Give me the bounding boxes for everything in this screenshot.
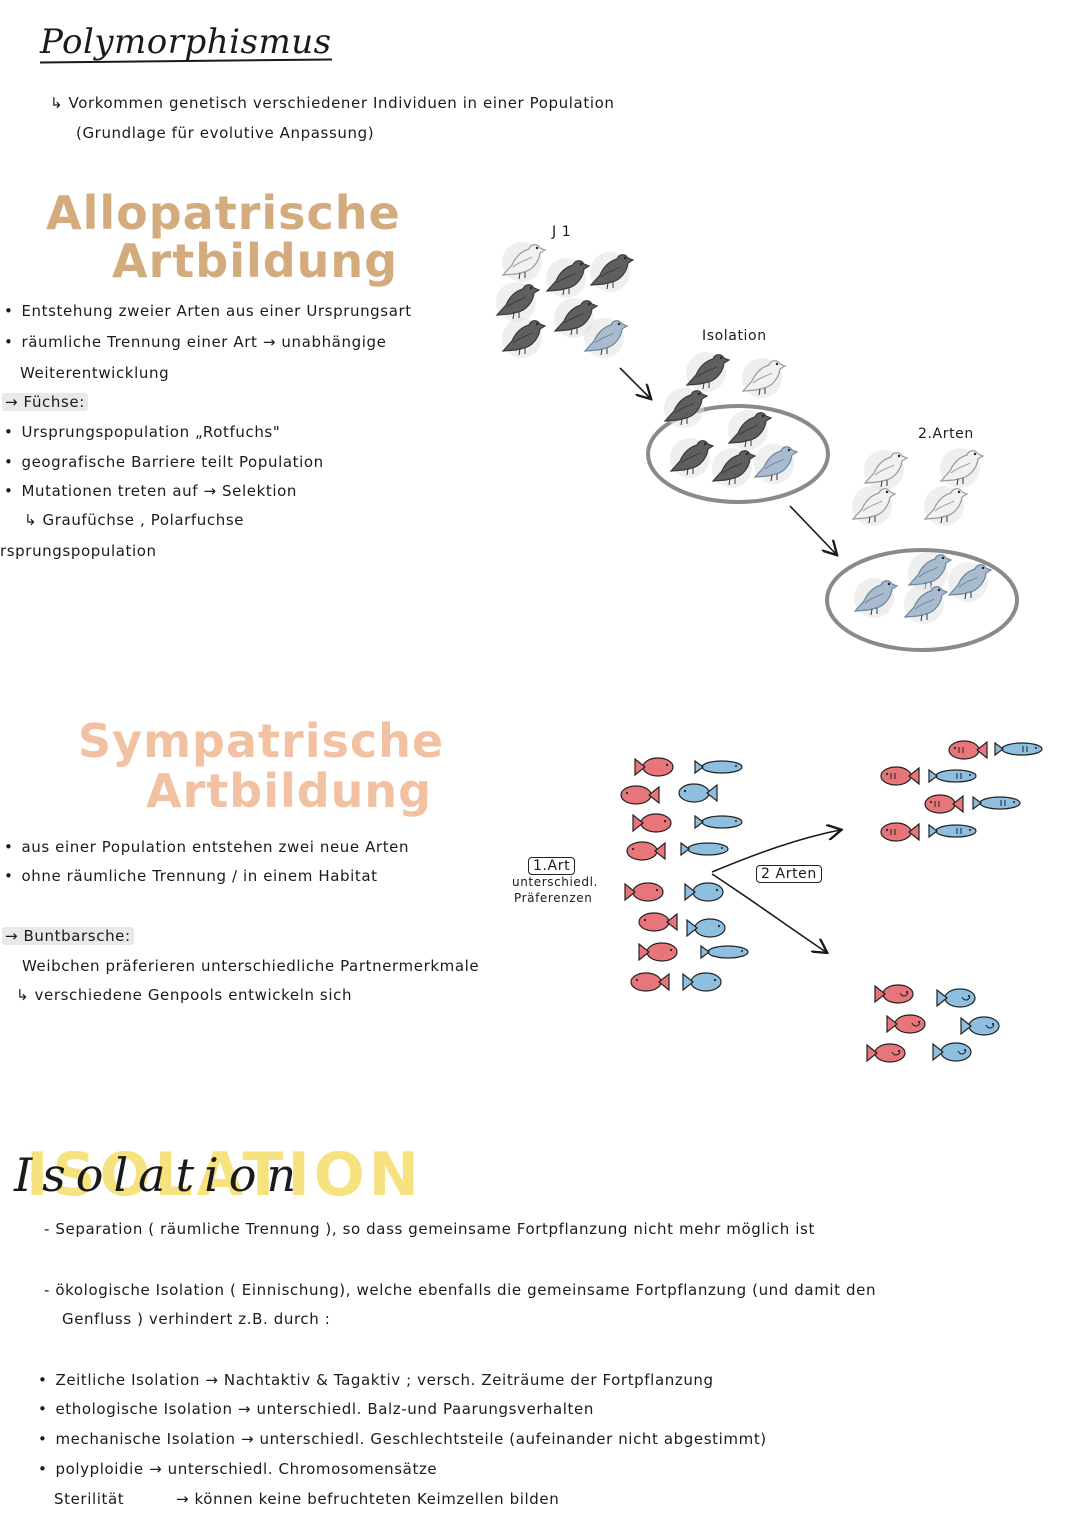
fish-icon: [960, 1016, 1000, 1036]
sympatric-example-line: Weibchen präferieren unterschiedliche Pa…: [22, 957, 480, 975]
fish-icon: [924, 794, 964, 814]
fish-icon: [680, 841, 729, 857]
species-ring: [825, 548, 1019, 652]
fish-icon: [874, 984, 914, 1004]
bird-icon: [907, 552, 953, 592]
bird-icon: [741, 358, 787, 398]
fish-icon: [880, 766, 920, 786]
fish-icon: [700, 944, 749, 960]
fish-icon: [620, 785, 660, 805]
fish-icon: [994, 741, 1043, 757]
bird-icon: [727, 410, 773, 450]
bird-icon: [947, 562, 993, 602]
fish-icon: [678, 783, 718, 803]
bird-icon: [863, 450, 909, 490]
allopatric-example-result: ↳ Graufüchse , Polarfuchse: [24, 511, 245, 529]
allopatric-cut-line: rsprungspopulation: [0, 542, 157, 560]
fish-icon: [886, 1014, 926, 1034]
bird-icon: [903, 584, 949, 624]
diagram-label-one-species: 1.Art: [528, 857, 576, 875]
bird-icon: [851, 486, 897, 526]
allopatric-bullet: Entstehung zweier Arten aus einer Urspru…: [4, 302, 412, 320]
isolation-ring: [646, 404, 830, 504]
bird-icon: [663, 388, 709, 428]
fish-icon: [694, 814, 743, 830]
allopatric-heading-line1: Allopatrische: [46, 186, 401, 240]
bird-icon: [589, 252, 635, 292]
sympatric-heading-line1: Sympatrische: [78, 714, 445, 768]
allopatric-example-bullet: Ursprungspopulation „Rotfuchs": [4, 423, 280, 441]
sympatric-bullet: ohne räumliche Trennung / in einem Habit…: [4, 867, 378, 885]
fish-icon: [932, 1042, 972, 1062]
bird-icon: [939, 448, 985, 488]
sympatric-example-label: → Buntbarsche:: [2, 927, 134, 945]
isolation-separation: - Separation ( räumliche Trennung ), so …: [44, 1220, 815, 1238]
isolation-last-text: → können keine befruchteten Keimzellen b…: [176, 1490, 560, 1508]
fish-icon: [626, 841, 666, 861]
bird-icon: [501, 242, 547, 282]
fish-icon: [972, 795, 1021, 811]
allopatric-heading-line2: Artbildung: [112, 234, 399, 288]
fish-icon: [928, 823, 977, 839]
fish-icon: [624, 882, 664, 902]
fish-icon: [928, 768, 977, 784]
arrow-icon: [619, 367, 650, 398]
bird-icon: [923, 486, 969, 526]
sympatric-bullet: aus einer Population entstehen zwei neue…: [4, 838, 409, 856]
polymorphism-note: (Grundlage für evolutive Anpassung): [76, 124, 375, 142]
fish-icon: [638, 912, 678, 932]
allopatric-example-bullet: Mutationen treten auf → Selektion: [4, 482, 297, 500]
fish-icon: [694, 759, 743, 775]
sympatric-heading-line2: Artbildung: [146, 764, 433, 818]
bird-icon: [501, 318, 547, 358]
fish-icon: [632, 813, 672, 833]
fish-icon: [634, 757, 674, 777]
fish-icon: [936, 988, 976, 1008]
isolation-item: Zeitliche Isolation → Nachtaktiv & Tagak…: [38, 1371, 714, 1389]
allopatric-bullet: räumliche Trennung einer Art → unabhängi…: [4, 333, 386, 351]
diagram-label-start: J 1: [552, 224, 572, 240]
isolation-item: mechanische Isolation → unterschiedl. Ge…: [38, 1430, 767, 1448]
bird-icon: [853, 578, 899, 618]
fish-icon: [638, 942, 678, 962]
isolation-last-label: Sterilität: [54, 1490, 125, 1508]
allopatric-example-label: → Füchse:: [2, 393, 88, 411]
bird-icon: [711, 448, 757, 488]
fish-icon: [948, 740, 988, 760]
page-title: Polymorphismus: [40, 22, 332, 62]
arrow-icon: [789, 505, 836, 554]
fish-icon: [880, 822, 920, 842]
fish-icon: [686, 918, 726, 938]
isolation-ecological-line1: - ökologische Isolation ( Einnischung), …: [44, 1281, 877, 1299]
diagram-label-preference1: unterschiedl.: [512, 875, 598, 889]
bird-icon: [583, 318, 629, 358]
isolation-ecological-line2: Genfluss ) verhindert z.B. durch :: [62, 1310, 331, 1328]
allopatric-bullet-continued: Weiterentwicklung: [20, 364, 170, 382]
fish-icon: [682, 972, 722, 992]
arrow-icon: [711, 873, 826, 952]
allopatric-example-bullet: geografische Barriere teilt Population: [4, 453, 324, 471]
bird-icon: [553, 298, 599, 338]
diagram-label-isolation: Isolation: [702, 328, 767, 344]
polymorphism-definition: ↳ Vorkommen genetisch verschiedener Indi…: [50, 94, 615, 112]
sympatric-example-result: ↳ verschiedene Genpools entwickeln sich: [16, 986, 353, 1004]
fish-icon: [684, 882, 724, 902]
diagram-label-two-species: 2.Arten: [918, 426, 974, 442]
diagram-label-two-species-sym: 2 Arten: [756, 865, 822, 883]
diagram-label-preference2: Präferenzen: [514, 891, 593, 905]
bird-icon: [495, 282, 541, 322]
bird-icon: [753, 444, 799, 484]
bird-icon: [545, 258, 591, 298]
fish-icon: [630, 972, 670, 992]
isolation-item: ethologische Isolation → unterschiedl. B…: [38, 1400, 594, 1418]
isolation-heading-highlight: ISOLATION: [26, 1140, 424, 1210]
isolation-item: polyploidie → unterschiedl. Chromosomens…: [38, 1460, 437, 1478]
bird-icon: [685, 352, 731, 392]
bird-icon: [669, 438, 715, 478]
fish-icon: [866, 1043, 906, 1063]
isolation-heading-script: Isolation: [14, 1148, 307, 1202]
